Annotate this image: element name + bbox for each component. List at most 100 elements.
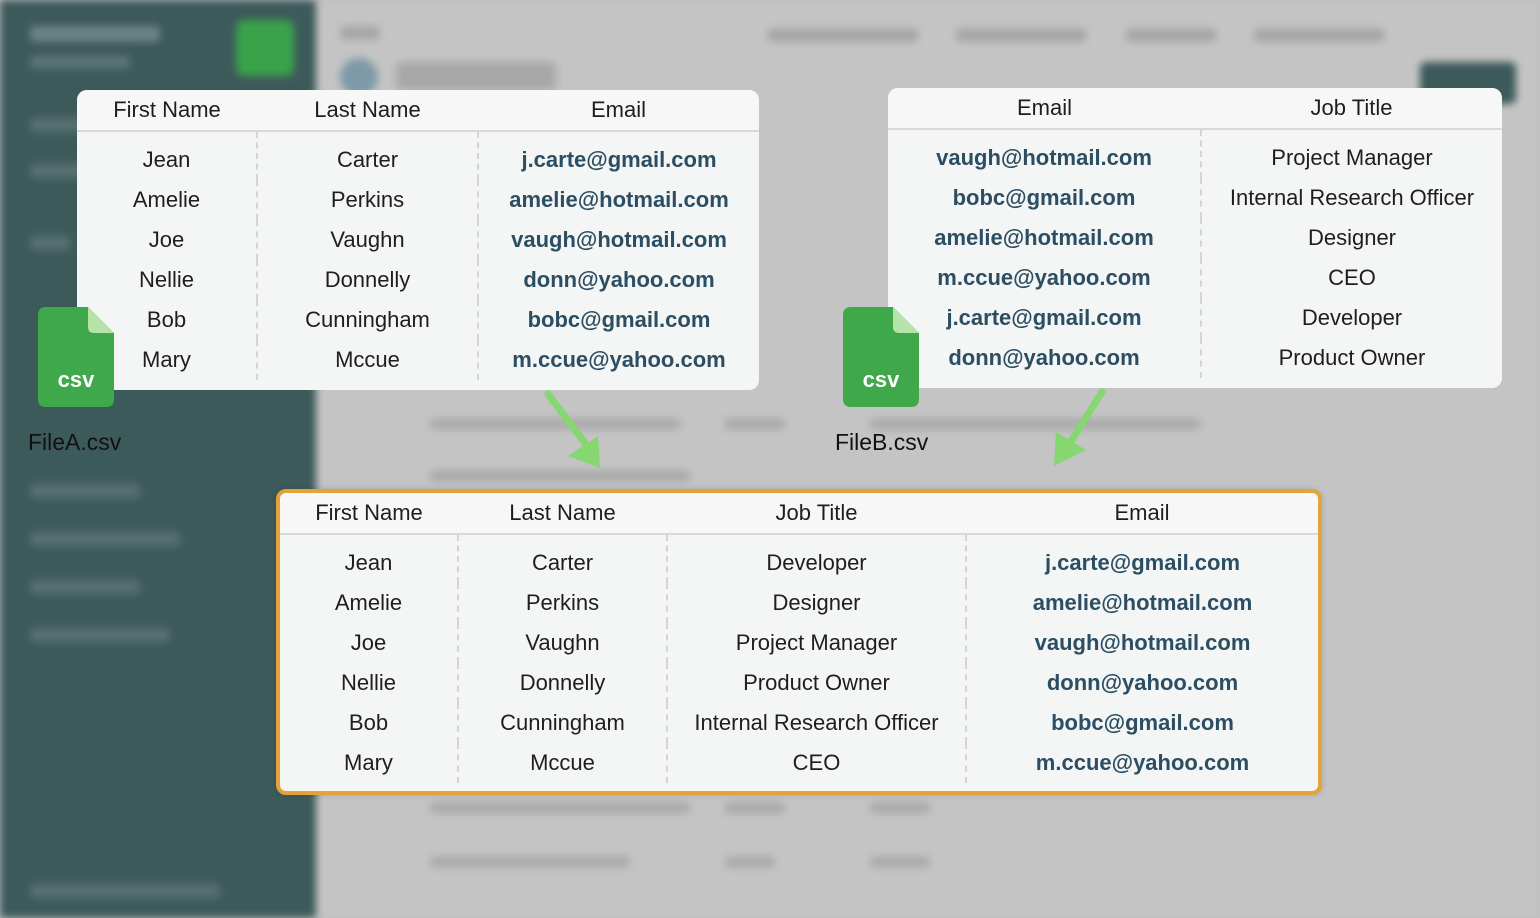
background-toolbar <box>340 26 380 40</box>
table-cell: Perkins <box>458 583 668 623</box>
column-header: Email <box>966 493 1318 535</box>
background-toolbar <box>768 28 918 42</box>
table-cell: Mary <box>280 743 459 783</box>
email-cell: j.carte@gmail.com <box>1044 550 1241 575</box>
table-cell: Internal Research Officer <box>667 703 967 743</box>
background-row <box>870 856 930 868</box>
table-cell: Amelie <box>280 583 459 623</box>
email-cell: vaugh@hotmail.com <box>1034 630 1251 655</box>
table-cell: Amelie <box>77 180 258 220</box>
background-toolbar <box>1126 28 1216 42</box>
column-header: Job Title <box>1201 88 1502 130</box>
email-cell: j.carte@gmail.com <box>888 298 1202 338</box>
table-cell: Product Owner <box>667 663 967 703</box>
email-cell: vaugh@hotmail.com <box>888 129 1202 178</box>
table-row: donn@yahoo.com Product Owner <box>888 338 1502 378</box>
table-cell: Internal Research Officer <box>1229 185 1475 210</box>
table-cell: Cunningham <box>257 300 479 340</box>
background-row <box>870 802 930 814</box>
table-cell: Nellie <box>280 663 459 703</box>
file-b-name: FileB.csv <box>835 429 929 455</box>
table-cell: Perkins <box>257 180 479 220</box>
table-cell: Developer <box>1301 305 1403 330</box>
background-row <box>430 470 690 482</box>
table-cell: Donnelly <box>458 663 668 703</box>
table-cell: Joe <box>280 623 459 663</box>
table-cell: Jean <box>280 534 459 583</box>
table-cell: Bob <box>280 703 459 743</box>
table-cell: Project Manager <box>667 623 967 663</box>
email-cell: bobc@gmail.com <box>1051 710 1234 735</box>
background-nav-item <box>30 484 140 498</box>
table-cell: Vaughn <box>257 220 479 260</box>
background-globe <box>340 58 378 96</box>
email-cell: amelie@hotmail.com <box>888 218 1202 258</box>
email-cell: bobc@gmail.com <box>888 178 1202 218</box>
table-cell: Product Owner <box>1278 345 1426 370</box>
background-row <box>725 418 785 430</box>
email-cell: amelie@hotmail.com <box>1032 590 1253 615</box>
table-cell: Vaughn <box>458 623 668 663</box>
table-cell: Cunningham <box>458 703 668 743</box>
email-cell: m.ccue@yahoo.com <box>512 347 726 372</box>
background-row <box>725 802 785 814</box>
email-cell: m.ccue@yahoo.com <box>888 258 1202 298</box>
email-cell: donn@yahoo.com <box>888 338 1202 378</box>
column-header: Email <box>478 90 759 132</box>
email-cell: donn@yahoo.com <box>1046 670 1239 695</box>
svg-text:csv: csv <box>58 367 95 392</box>
csv-file-icon: csv <box>843 307 919 407</box>
column-header: Last Name <box>257 90 478 132</box>
background-toolbar <box>956 28 1086 42</box>
column-header: Job Title <box>667 493 966 535</box>
table-cell: Jean <box>77 131 258 180</box>
background-logo <box>236 20 294 76</box>
table-cell: Joe <box>77 220 258 260</box>
background-row <box>430 418 680 430</box>
table-cell: Designer <box>1307 225 1397 250</box>
table-cell: Nellie <box>77 260 258 300</box>
table-cell: Project Manager <box>1271 145 1433 170</box>
background-nav-item <box>30 532 180 546</box>
table-cell: Mccue <box>458 743 668 783</box>
table-cell: Carter <box>257 131 479 180</box>
email-cell: bobc@gmail.com <box>527 307 711 332</box>
table-row: amelie@hotmail.com Designer <box>888 218 1502 258</box>
table-cell: Donnelly <box>257 260 479 300</box>
background-nav-item <box>30 236 70 250</box>
email-cell: donn@yahoo.com <box>523 267 715 292</box>
background-row <box>430 856 630 868</box>
table-cell: CEO <box>667 743 967 783</box>
email-cell: vaugh@hotmail.com <box>511 227 727 252</box>
table-row: vaugh@hotmail.com Project Manager <box>888 129 1502 178</box>
email-cell: m.ccue@yahoo.com <box>1035 750 1250 775</box>
table-row: bobc@gmail.com Internal Research Officer <box>888 178 1502 218</box>
background-row <box>870 418 1200 430</box>
column-header: Email <box>888 88 1201 130</box>
background-nav-item <box>30 628 170 642</box>
file-a-name: FileA.csv <box>28 429 122 455</box>
svg-text:csv: csv <box>863 367 900 392</box>
table-cell: Mccue <box>257 340 479 380</box>
merge-arrow-icon <box>1054 388 1106 466</box>
table-cell: Designer <box>667 583 967 623</box>
background-nav-item <box>30 884 220 898</box>
column-header: Last Name <box>458 493 667 535</box>
background-workspace-sub <box>30 56 130 68</box>
